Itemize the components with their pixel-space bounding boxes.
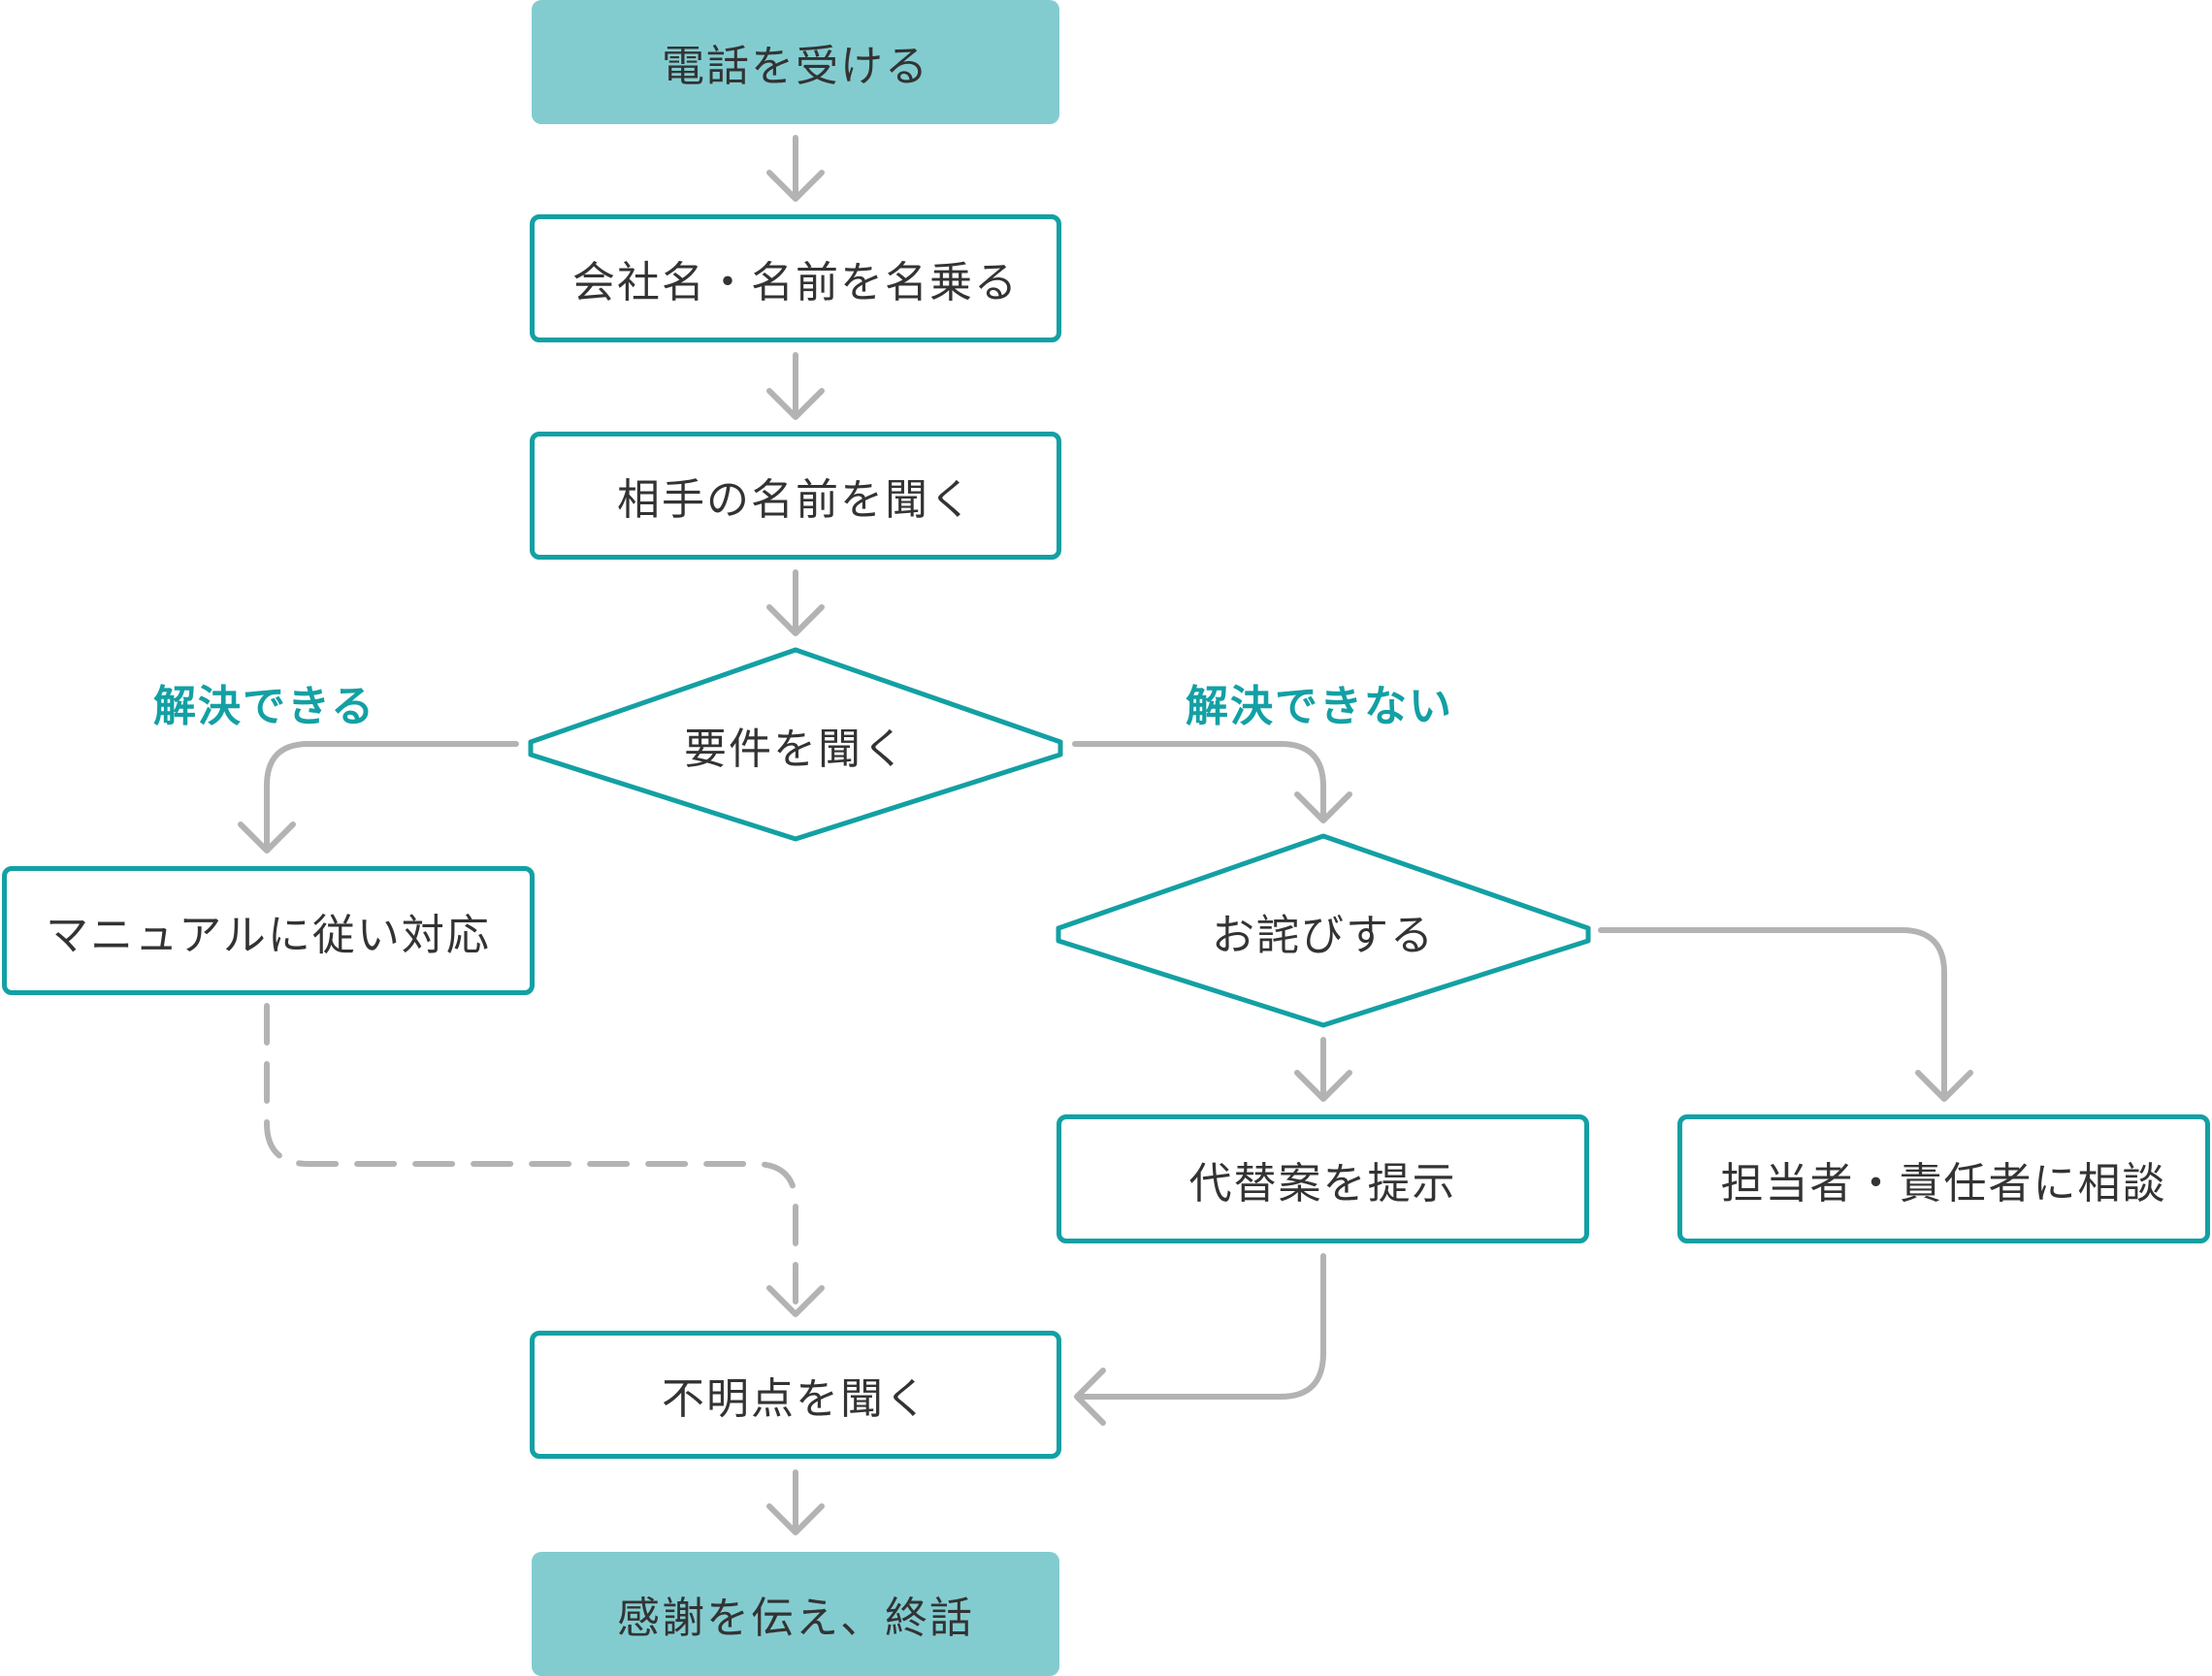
node-label: マニュアルに従い対応 [46,910,491,960]
arrow-questions-to-thanks [766,1469,825,1535]
arrow-manual-to-questions-head [766,1285,825,1317]
arrow-manual-to-questions-dashed [264,1003,798,1317]
arrow-introduce-to-ask-name [766,352,825,420]
arrow-purpose-to-manual [238,741,519,854]
step-node-ask-caller-name: 相手の名前を聞く [530,432,1061,560]
decision-ask-purpose: 要件を聞く [602,706,990,784]
decision-diamond-purpose [528,647,1063,842]
branch-label-not-resolvable: 解決できない [1186,682,1453,731]
end-node-thank-and-end: 感謝を伝え、終話 [532,1552,1059,1676]
step-node-consult-manager: 担当者・責任者に相談 [1677,1114,2210,1243]
arrow-ask-name-to-purpose [766,569,825,636]
step-node-introduce-self: 会社名・名前を名乗る [530,214,1061,342]
step-node-propose-alternative: 代替案を提示 [1057,1114,1589,1243]
decision-diamond-apologize [1056,833,1591,1028]
arrow-apologize-to-consult [1598,927,1973,1102]
step-node-follow-manual: マニュアルに従い対応 [2,866,535,995]
step-node-ask-questions: 不明点を聞く [530,1331,1061,1459]
node-label: 会社名・名前を名乗る [572,258,1019,307]
arrow-alternative-to-questions [1074,1253,1326,1426]
arrow-apologize-to-alternative [1294,1037,1352,1102]
start-node-receive-call: 電話を受ける [532,0,1059,124]
arrow-purpose-to-apologize [1072,741,1352,823]
node-label: 要件を聞く [684,725,907,774]
arrow-receive-to-introduce [766,135,825,202]
node-label: お詫びする [1212,911,1435,960]
node-label: 担当者・責任者に相談 [1720,1158,2167,1209]
decision-apologize: お詫びする [1129,892,1517,970]
node-label: 代替案を提示 [1188,1158,1457,1209]
branch-label-resolvable: 解決できる [153,682,376,731]
node-label: 相手の名前を聞く [617,475,974,525]
node-label: 電話を受ける [662,42,929,91]
node-label: 感謝を伝え、終話 [617,1594,974,1643]
node-label: 不明点を聞く [662,1374,929,1424]
